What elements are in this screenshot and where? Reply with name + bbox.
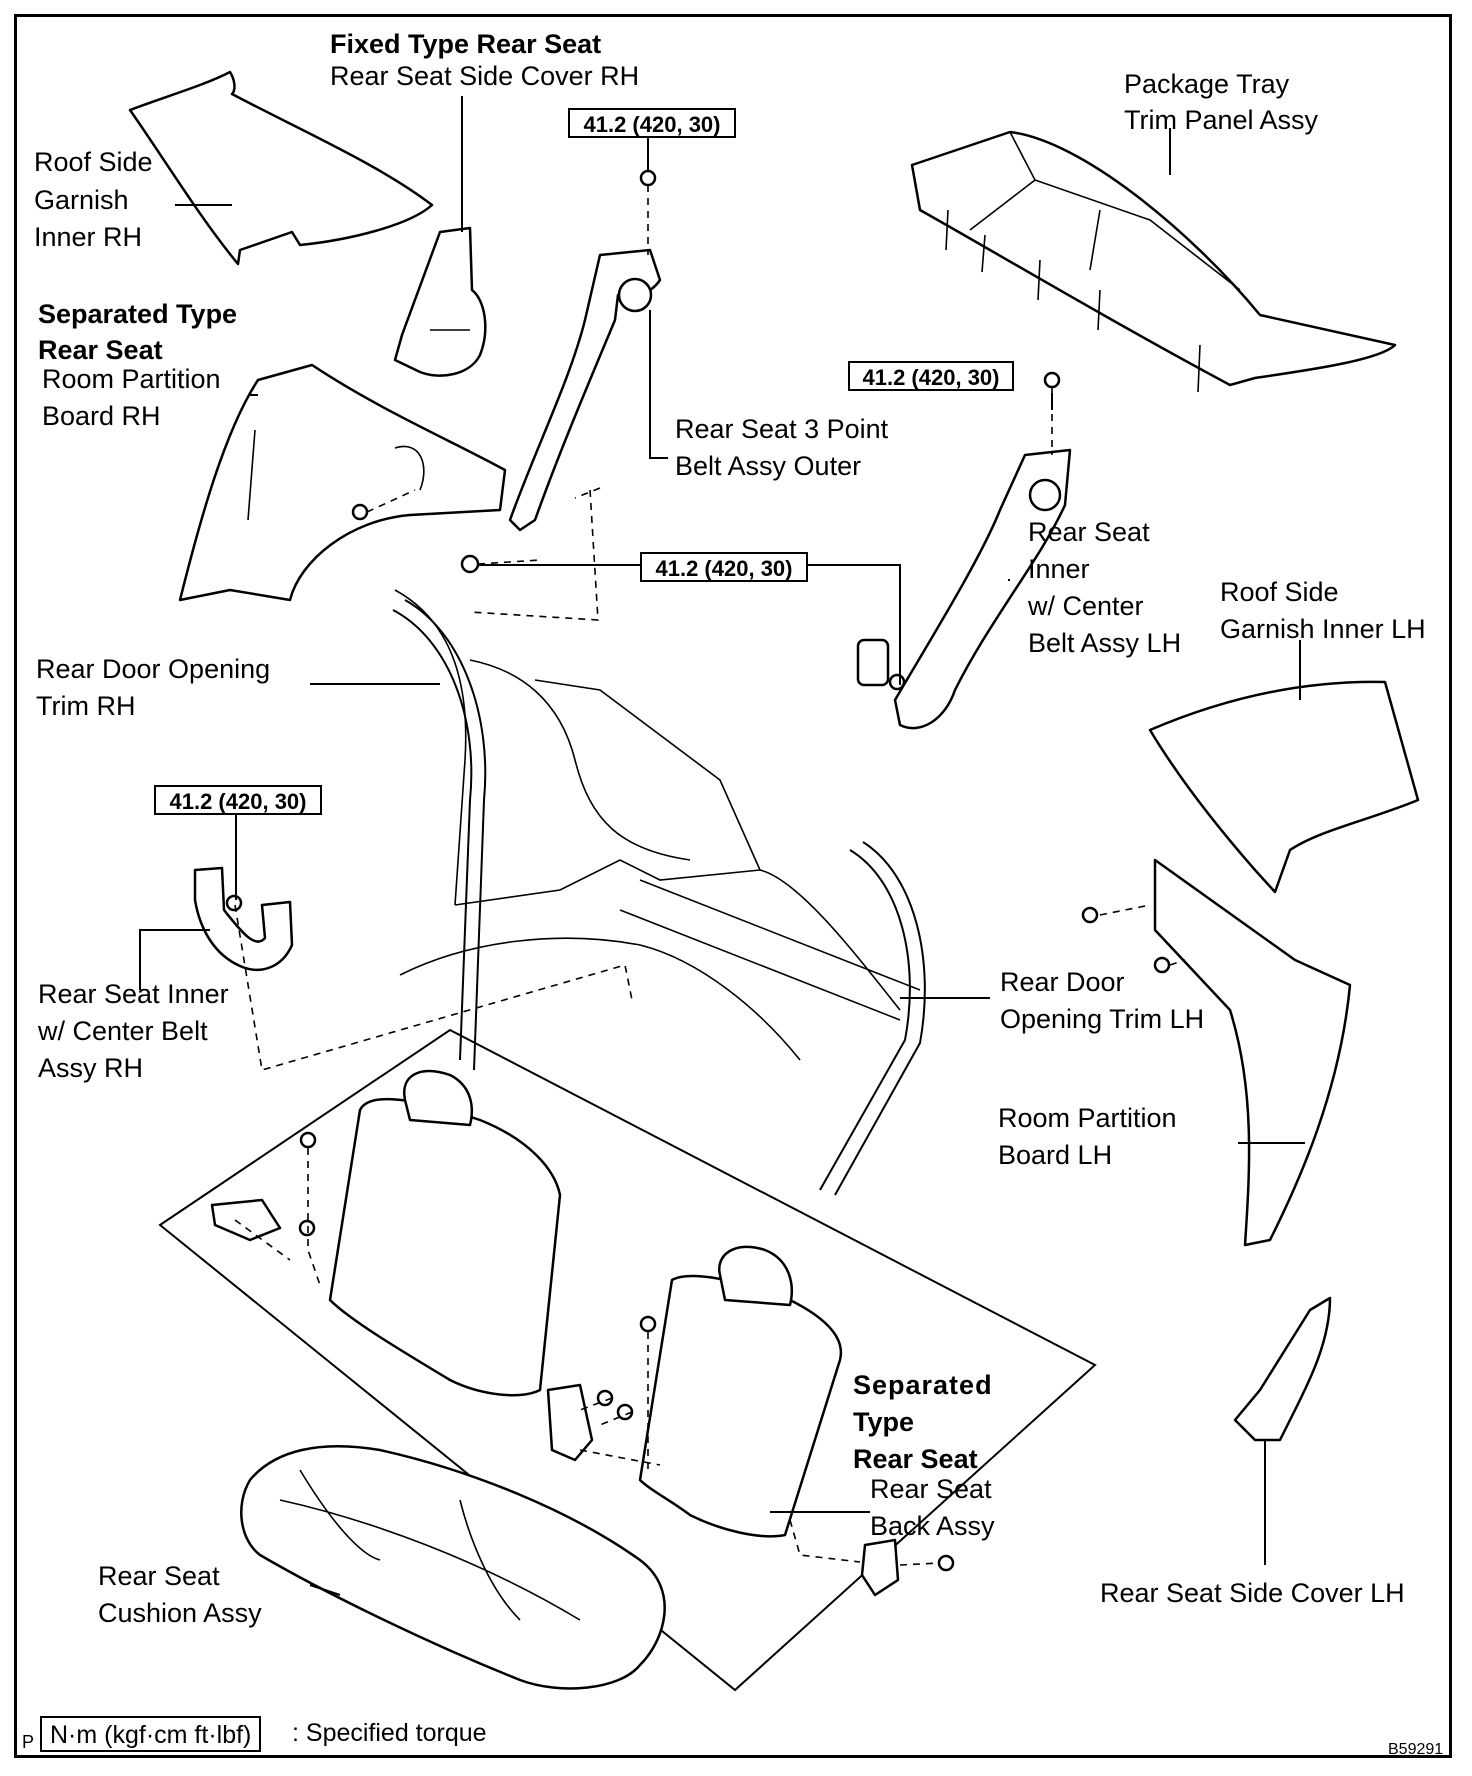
belt-outer-label-1: Rear Seat 3 Point	[675, 414, 889, 444]
door-trim-rh-shape	[392, 599, 487, 1071]
separated-seat-heading-3: Rear Seat	[853, 1444, 978, 1474]
room-partition-rh-label-2: Board RH	[42, 401, 161, 431]
room-partition-lh-shape	[1153, 858, 1352, 1247]
separated-type-heading-1: Separated Type	[38, 299, 238, 329]
side-cover-rh-shape	[393, 226, 487, 377]
roof-garnish-lh-label-2: Garnish Inner LH	[1220, 614, 1426, 644]
belt-inner-lh-shape	[893, 448, 1072, 730]
separated-type-heading-2: Rear Seat	[38, 335, 163, 365]
torque-box-belt-inner-lh: 41.2 (420, 30)	[848, 361, 1014, 391]
fixed-type-heading: Fixed Type Rear Seat	[330, 29, 602, 59]
seat-cushion-label-1: Rear Seat	[98, 1561, 220, 1591]
door-trim-lh-shape	[819, 841, 926, 1196]
legend-text: : Specified torque	[292, 1719, 487, 1747]
side-cover-lh-shape	[1233, 1296, 1332, 1442]
hinge-left	[210, 1198, 282, 1242]
seat-cushion-shape	[240, 1445, 666, 1690]
roof-side-garnish-lh-shape	[1148, 680, 1420, 894]
separated-seat-heading-1: Separated	[853, 1370, 993, 1400]
seat-back-label-1: Rear Seat	[870, 1474, 992, 1504]
door-trim-rh-label-1: Rear Door Opening	[36, 654, 271, 684]
inner-lh-label-3: w/ Center	[1028, 591, 1144, 621]
seat-back-rh-shape	[328, 1097, 562, 1397]
door-trim-rh-label-2: Trim RH	[36, 691, 136, 721]
headrest-rh	[402, 1069, 474, 1127]
roof-garnish-rh-label-1: Roof Side	[34, 147, 153, 177]
belt-outer-label-2: Belt Assy Outer	[675, 451, 862, 481]
headrest-sep	[717, 1245, 793, 1307]
torque-box-belt-outer: 41.2 (420, 30)	[568, 108, 736, 138]
room-partition-rh-shape	[178, 363, 507, 602]
corner-mark: P	[22, 1732, 35, 1752]
retractor-inner-lh	[1028, 478, 1062, 512]
inner-lh-label-2: Inner	[1028, 554, 1090, 584]
side-cover-lh-label: Rear Seat Side Cover LH	[1100, 1578, 1405, 1608]
figure-id: B59291	[1388, 1741, 1444, 1758]
package-tray-label-2: Trim Panel Assy	[1124, 105, 1319, 135]
package-tray-shape	[910, 130, 1397, 387]
separated-seat-heading-2: Type	[853, 1407, 915, 1437]
bolts	[225, 169, 1171, 1572]
inner-rh-buckles	[193, 866, 294, 971]
seat-cushion-label-2: Cushion Assy	[98, 1598, 262, 1628]
room-partition-rh-label-1: Room Partition	[42, 364, 221, 394]
torque-box-inner-rh: 41.2 (420, 30)	[154, 785, 322, 815]
door-trim-lh-label-2: Opening Trim LH	[1000, 1004, 1205, 1034]
retractor-outer	[617, 277, 653, 313]
buckle-inner-lh	[856, 638, 890, 687]
seat-back-sep-shape	[638, 1274, 843, 1538]
inner-lh-label-4: Belt Assy LH	[1028, 628, 1182, 658]
roof-garnish-rh-label-2: Garnish	[34, 185, 129, 215]
hinge-right	[860, 1538, 900, 1597]
inner-rh-label-1: Rear Seat Inner	[38, 979, 229, 1009]
inner-rh-label-2: w/ Center Belt	[38, 1016, 208, 1046]
door-trim-lh-label-1: Rear Door	[1000, 967, 1125, 997]
seat-area-outline	[158, 1028, 1097, 1692]
room-partition-lh-label-1: Room Partition	[998, 1103, 1177, 1133]
inner-lh-label-1: Rear Seat	[1028, 517, 1150, 547]
roof-garnish-rh-label-3: Inner RH	[34, 222, 143, 252]
torque-box-anchor: 41.2 (420, 30)	[640, 552, 808, 582]
body-shell	[394, 589, 901, 1011]
rear-seat-side-cover-rh-label: Rear Seat Side Cover RH	[330, 61, 640, 91]
seat-back-label-2: Back Assy	[870, 1511, 995, 1541]
hinge-center	[546, 1383, 594, 1462]
room-partition-lh-label-2: Board LH	[998, 1140, 1113, 1170]
inner-rh-label-3: Assy RH	[38, 1053, 144, 1083]
package-tray-label-1: Package Tray	[1124, 69, 1290, 99]
roof-garnish-lh-label-1: Roof Side	[1220, 577, 1339, 607]
diagram-frame	[14, 14, 1452, 1758]
roof-side-garnish-rh-shape	[128, 70, 434, 266]
legend-unit-box: N·m (kgf·cm ft·lbf)	[40, 1716, 262, 1752]
